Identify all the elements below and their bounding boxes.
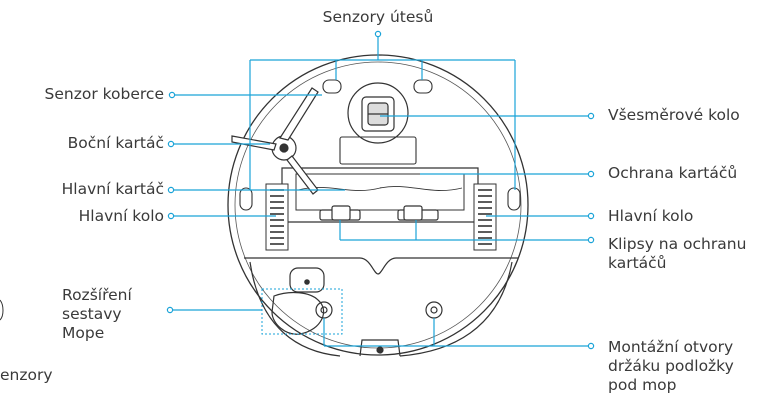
leader-endpoints [166, 30, 595, 350]
battery-cover [339, 136, 417, 165]
label-side-brush: Boční kartáč [67, 134, 164, 152]
label-carpet-sensor: Senzor koberce [44, 85, 165, 103]
cliff-sensor-bumps [239, 79, 521, 211]
label-mop-mount-holes: Montážní otvory držáku podložky pod mop [608, 338, 734, 394]
label-mop-assembly: Rozšíření sestavy Mope [62, 286, 132, 342]
label-brush-guard-clips: Klipsy na ochranu kartáčů [608, 235, 747, 272]
label-cut-senzory: enzory [0, 366, 53, 384]
label-main-wheel-left: Hlavní kolo [78, 207, 164, 225]
leader-lines [173, 37, 588, 347]
side-brush [231, 87, 319, 195]
label-omni-wheel: Všesměrové kolo [608, 106, 740, 124]
main-wheels [265, 183, 497, 251]
cut-left-edge-mark [0, 299, 4, 321]
omni-wheel [347, 82, 409, 144]
mop-bracket [244, 257, 518, 357]
label-main-wheel-right: Hlavní kolo [608, 207, 694, 225]
label-cliff-sensors: Senzory útesů [322, 8, 434, 26]
mop-highlight-box [261, 288, 343, 335]
brush-housing [281, 167, 479, 223]
label-main-brush: Hlavní kartáč [61, 180, 164, 198]
label-brush-guard: Ochrana kartáčů [608, 164, 738, 182]
